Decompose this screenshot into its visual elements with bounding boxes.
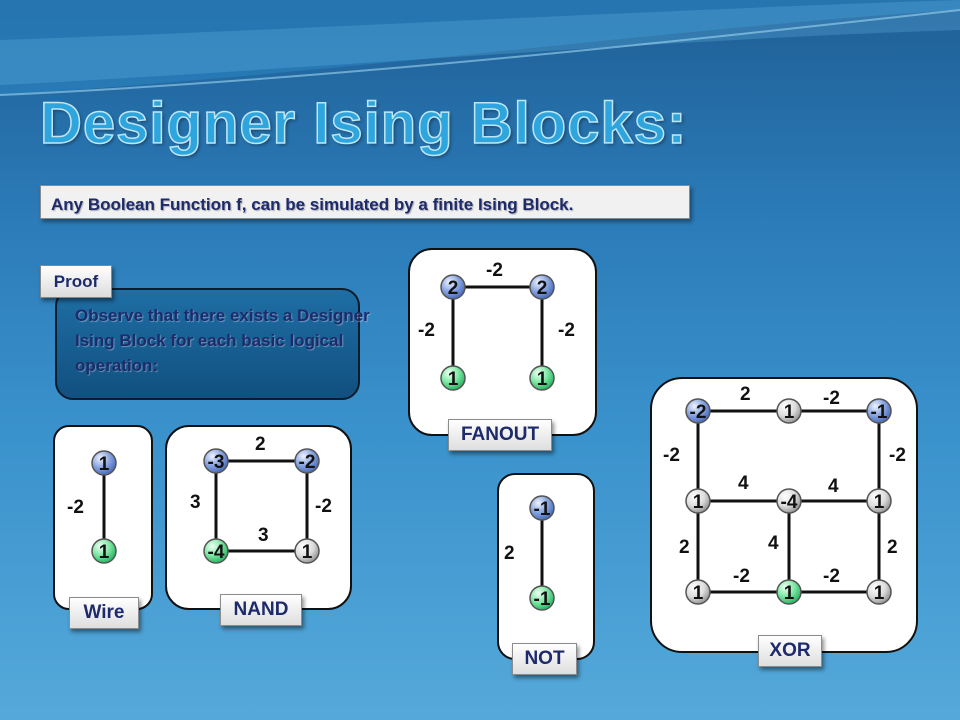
xor-weight-0: 2: [740, 384, 751, 405]
xor-node-1: [776, 398, 802, 424]
xor-node-5-label: 1: [874, 492, 885, 513]
fanout-node-br: [529, 365, 555, 391]
fanout-weight-left: -2: [418, 320, 435, 341]
xor-weight-2: -2: [663, 445, 680, 466]
xor-weight-10: -2: [823, 566, 840, 587]
not-weight: 2: [504, 543, 515, 564]
fanout-edges: [451, 285, 544, 378]
xor-weight-9: -2: [733, 566, 750, 587]
statement-banner: Any Boolean Function f, can be simulated…: [40, 185, 690, 219]
fanout-weight-right: -2: [558, 320, 575, 341]
not-label: NOT: [512, 643, 577, 675]
wire-node-top-label: 1: [99, 454, 110, 475]
proof-tab: Proof: [40, 265, 112, 298]
nand-node-tl-label: -3: [208, 452, 225, 473]
fanout-node-tr-label: 2: [537, 278, 548, 299]
xor-block: 2 -2 -2 -2 4 4 2 4 2 -2 -2 -2 1 -1 1 -4 …: [663, 384, 906, 605]
nand-weight-left: 3: [190, 492, 201, 513]
not-node-top-label: -1: [534, 499, 551, 520]
xor-weight-4: 4: [738, 473, 749, 494]
fanout-node-bl-label: 1: [448, 369, 459, 390]
xor-node-6-label: 1: [693, 583, 704, 604]
fanout-node-tr: [529, 274, 555, 300]
xor-weight-6: 2: [679, 537, 690, 558]
nand-node-br-label: 1: [302, 542, 313, 563]
fanout-node-bl: [440, 365, 466, 391]
xor-node-6: [685, 579, 711, 605]
xor-node-7: [776, 579, 802, 605]
xor-node-8-label: 1: [874, 583, 885, 604]
wire-node-bottom: [91, 538, 117, 564]
nand-panel: [165, 425, 352, 610]
nand-node-br: [294, 538, 320, 564]
xor-node-4-label: -4: [781, 492, 798, 513]
fanout-weight-top: -2: [486, 260, 503, 281]
xor-node-2: [866, 398, 892, 424]
nand-weight-right: -2: [315, 496, 332, 517]
not-node-bottom-label: -1: [534, 589, 551, 610]
nand-weight-bottom: 3: [258, 525, 269, 546]
nand-node-tr-label: -2: [299, 452, 316, 473]
proof-box: [55, 288, 360, 400]
nand-weight-top: 2: [255, 434, 266, 455]
fanout-node-tl: [440, 274, 466, 300]
statement-text: Any Boolean Function f, can be simulated…: [51, 195, 574, 214]
nand-node-bl-label: -4: [208, 542, 225, 563]
nand-node-tr: [294, 448, 320, 474]
nand-block: 2 3 -2 3 -3 -2 -4 1: [190, 434, 332, 564]
xor-label: XOR: [758, 635, 822, 667]
wire-label: Wire: [69, 597, 139, 629]
xor-node-3: [685, 488, 711, 514]
wire-node-top: [91, 450, 117, 476]
fanout-panel: [408, 248, 597, 436]
xor-node-5: [866, 488, 892, 514]
xor-weight-7: 4: [768, 533, 779, 554]
xor-weight-3: -2: [889, 445, 906, 466]
fanout-label: FANOUT: [448, 419, 552, 451]
fanout-block: -2 -2 -2 2 2 1 1: [418, 260, 575, 391]
nand-edges: [214, 459, 309, 553]
page-title: Designer Ising Blocks:: [39, 90, 688, 157]
not-block: 2 -1 -1: [504, 495, 555, 611]
proof-text: Observe that there exists a Designer Isi…: [75, 306, 370, 375]
not-node-top: [529, 495, 555, 521]
nand-label: NAND: [220, 594, 302, 626]
background-swoosh: [0, 0, 960, 96]
wire-weight: -2: [67, 497, 84, 518]
xor-node-3-label: 1: [693, 492, 704, 513]
fanout-node-tl-label: 2: [448, 278, 459, 299]
nand-node-tl: [203, 448, 229, 474]
xor-weight-1: -2: [823, 388, 840, 409]
xor-node-8: [866, 579, 892, 605]
nand-node-bl: [203, 538, 229, 564]
xor-weight-8: 2: [887, 537, 898, 558]
xor-node-4: [776, 488, 802, 514]
not-node-bottom: [529, 585, 555, 611]
xor-node-7-label: 1: [784, 583, 795, 604]
wire-node-bottom-label: 1: [99, 542, 110, 563]
xor-node-0: [685, 398, 711, 424]
xor-node-0-label: -2: [690, 402, 707, 423]
fanout-node-br-label: 1: [537, 369, 548, 390]
xor-node-1-label: 1: [784, 402, 795, 423]
xor-weight-5: 4: [828, 476, 839, 497]
wire-block: -2 1 1: [67, 450, 117, 564]
xor-node-2-label: -1: [871, 402, 888, 423]
